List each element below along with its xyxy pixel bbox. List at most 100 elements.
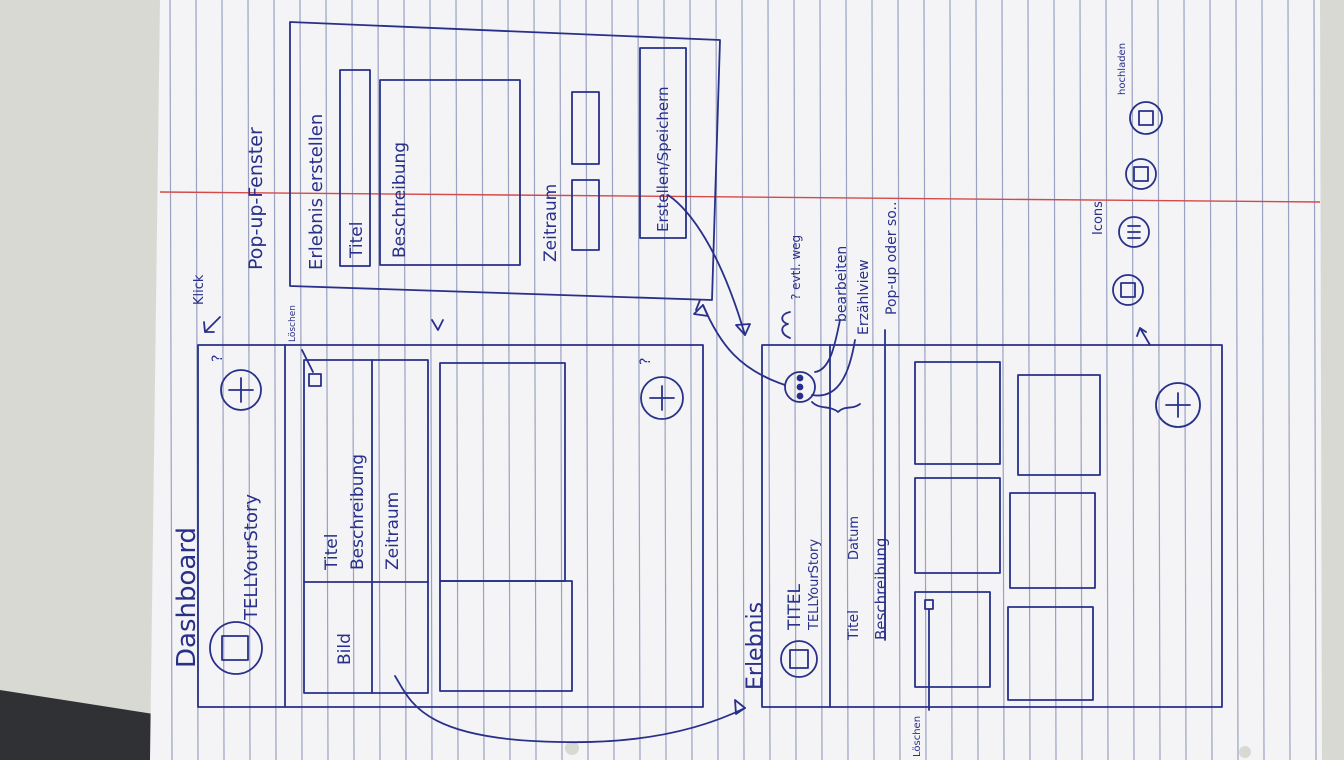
gallery-tile[interactable] [1017, 374, 1101, 476]
click-arrow-icon [203, 316, 221, 333]
ruled-line [845, 0, 849, 760]
scribble-line [811, 401, 861, 413]
ruled-line [975, 0, 979, 760]
popup-field-period: Zeitraum [541, 184, 561, 262]
popup-title-input[interactable] [339, 69, 371, 267]
popup-submit-label: Erstellen/Speichern [654, 86, 672, 232]
gallery-icon-body [1133, 166, 1149, 182]
ruled-line [247, 0, 251, 760]
camera-icon-body [1120, 282, 1136, 298]
ruled-line [1027, 0, 1031, 760]
ruled-line [169, 0, 173, 760]
erlebnis-subtitle: TELLYourStory [807, 539, 822, 631]
erlebnis-row-date: Datum [847, 516, 862, 560]
flow-submit-to-erlebnis [667, 194, 746, 336]
dashboard-heading: Dashboard [172, 527, 202, 668]
margin-line [159, 191, 1321, 203]
view-note-pointer [811, 339, 856, 397]
ruled-line [429, 0, 433, 760]
dashboard-card[interactable] [303, 359, 429, 694]
popup-description-input[interactable] [379, 79, 521, 266]
dashboard-add-note: ? [210, 355, 226, 362]
add-button-bottom[interactable] [640, 376, 684, 420]
erlebnis-note-maybe: ? evtl. weg [789, 235, 803, 300]
popup-heading: Pop-up-Fenster [245, 127, 267, 270]
card-title-label: Titel [322, 534, 342, 571]
ruled-line [273, 0, 277, 760]
upload-icon[interactable] [1129, 101, 1163, 135]
erlebnis-logo-icon [780, 640, 818, 678]
erlebnis-add-button[interactable] [1155, 382, 1201, 428]
ruled-line [299, 0, 303, 760]
add-to-icons-arrow [1136, 327, 1151, 346]
app-logo-icon [209, 621, 263, 675]
ruled-line [767, 0, 771, 760]
card-image-label: Bild [335, 633, 355, 665]
ruled-line [793, 0, 797, 760]
card-description-label: Beschreibung [348, 454, 368, 570]
popup-title: Erlebnis erstellen [306, 114, 327, 270]
erlebnis-heading: Erlebnis [743, 602, 768, 690]
ruled-line [1079, 0, 1083, 760]
ruled-line [1235, 0, 1239, 760]
note-bracket [781, 311, 791, 339]
ruled-line [325, 0, 329, 760]
popup-period-from-input[interactable] [571, 179, 600, 251]
erlebnis-menu-button[interactable] [784, 371, 816, 403]
erlebnis-title: TITEL [785, 583, 805, 631]
ruled-line [1313, 0, 1317, 760]
erlebnis-frame [761, 344, 1223, 708]
delete-note-pointer [301, 349, 314, 373]
gallery-icon[interactable] [1125, 158, 1157, 190]
erlebnis-row-title: Titel [846, 610, 862, 641]
flow-dashboard-to-erlebnis [394, 675, 746, 744]
upload-icon-body [1138, 110, 1154, 126]
popup-period-to-input[interactable] [571, 91, 600, 165]
dashboard-frame [197, 344, 704, 708]
popup-connector [695, 299, 701, 311]
gallery-tile[interactable] [914, 477, 1001, 574]
text-icon[interactable] [1118, 216, 1150, 248]
popup-submit-button[interactable] [639, 47, 687, 239]
binder-hole [1239, 746, 1251, 758]
popup-field-title: Titel [347, 222, 367, 259]
card-period-label: Zeitraum [383, 492, 403, 570]
gallery-tile[interactable] [1009, 492, 1096, 589]
ruled-line [1209, 0, 1213, 760]
desk-edge-shadow [0, 690, 160, 760]
add-button-top[interactable] [220, 369, 262, 411]
ruled-line [533, 0, 537, 760]
ruled-line [819, 0, 823, 760]
ruled-line [611, 0, 615, 760]
ruled-line [585, 0, 589, 760]
dot-icon [796, 383, 804, 391]
ruled-line [637, 0, 641, 760]
ruled-line [1157, 0, 1161, 760]
ruled-line [377, 0, 381, 760]
ruled-line [1105, 0, 1109, 760]
ruled-line [1287, 0, 1291, 760]
ruled-line [1183, 0, 1187, 760]
camera-icon[interactable] [1112, 274, 1144, 306]
edit-note-pointer [814, 319, 841, 373]
dashboard-add-note-bottom: ? [638, 358, 654, 365]
erlebnis-delete-note: Löschen [912, 716, 923, 757]
binder-hole [565, 741, 579, 755]
ruled-line [715, 0, 719, 760]
text-icon-lines [1127, 225, 1141, 239]
click-note: Klick [192, 274, 207, 305]
card-delete-note: Löschen [288, 305, 298, 342]
gallery-tile[interactable] [1007, 606, 1094, 701]
dashboard-card-empty-lower [439, 580, 573, 692]
app-logo-image-icon [221, 635, 249, 661]
card-delete-icon[interactable] [308, 373, 322, 387]
dot-icon [796, 392, 804, 400]
ruled-line [1001, 0, 1005, 760]
erlebnis-row-description: Beschreibung [872, 538, 890, 640]
gallery-tile[interactable] [914, 361, 1001, 465]
flow-arrow-icon [693, 304, 709, 317]
gallery-tile[interactable] [914, 591, 991, 688]
popup-arrow-icon [431, 319, 444, 331]
ruled-line [663, 0, 667, 760]
